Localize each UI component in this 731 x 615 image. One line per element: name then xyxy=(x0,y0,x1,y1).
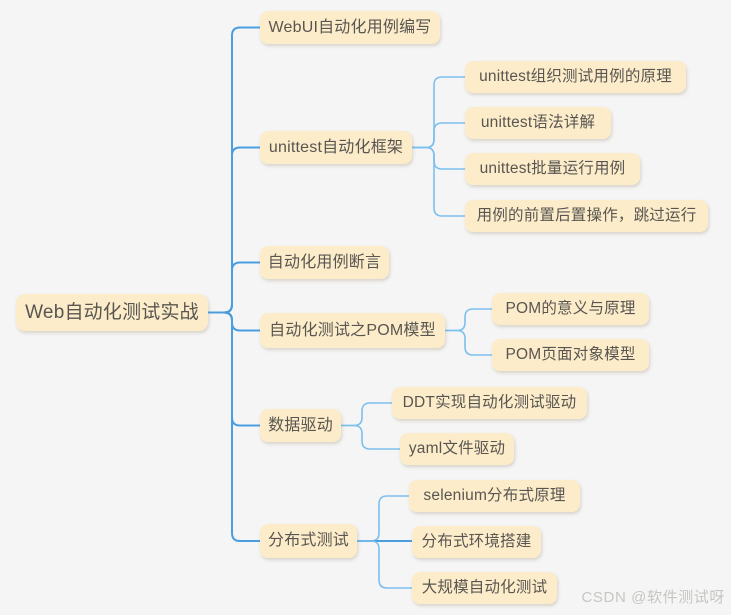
child-node-ddt实现自动化测试驱动[interactable]: DDT实现自动化测试驱动 xyxy=(392,387,587,419)
child-node-unittest语法详解[interactable]: unittest语法详解 xyxy=(465,107,611,139)
child-node-unittest组织测试用例的原理[interactable]: unittest组织测试用例的原理 xyxy=(465,61,686,93)
connector-line xyxy=(207,311,261,332)
child-node-yaml文件驱动[interactable]: yaml文件驱动 xyxy=(400,433,514,465)
branch-node-数据驱动[interactable]: 数据驱动 xyxy=(260,409,341,442)
child-node-pom页面对象模型[interactable]: POM页面对象模型 xyxy=(492,339,649,371)
branch-node-分布式测试[interactable]: 分布式测试 xyxy=(260,524,357,558)
mindmap-root-node[interactable]: Web自动化测试实战 xyxy=(16,294,208,331)
branch-node-自动化测试之pom模型[interactable]: 自动化测试之POM模型 xyxy=(260,313,445,348)
connector-line xyxy=(207,26,261,314)
connector-line xyxy=(444,329,493,356)
connector-line xyxy=(340,402,393,427)
branch-node-webui自动化用例编写[interactable]: WebUI自动化用例编写 xyxy=(260,11,440,44)
connector-line xyxy=(356,495,410,542)
connector-line xyxy=(411,146,466,217)
connector-line xyxy=(356,540,413,589)
child-node-分布式环境搭建[interactable]: 分布式环境搭建 xyxy=(412,526,541,558)
child-node-selenium分布式原理[interactable]: selenium分布式原理 xyxy=(409,480,580,512)
branch-node-unittest自动化框架[interactable]: unittest自动化框架 xyxy=(260,131,412,164)
connector-line xyxy=(411,146,466,170)
connector-line xyxy=(340,424,401,450)
connector-line xyxy=(207,311,261,542)
connector-line xyxy=(207,146,261,314)
connector-line xyxy=(207,261,261,314)
connector-line xyxy=(411,76,466,149)
csdn-watermark: CSDN @软件测试呀 xyxy=(581,589,725,606)
connector-line xyxy=(411,122,466,149)
child-node-用例的前置后置操作-跳过运行[interactable]: 用例的前置后置操作，跳过运行 xyxy=(465,200,708,232)
child-node-大规模自动化测试[interactable]: 大规模自动化测试 xyxy=(412,572,557,604)
connector-line xyxy=(207,311,261,427)
branch-node-自动化用例断言[interactable]: 自动化用例断言 xyxy=(260,246,389,279)
child-node-pom的意义与原理[interactable]: POM的意义与原理 xyxy=(492,293,649,325)
connector-line xyxy=(444,308,493,332)
child-node-unittest批量运行用例[interactable]: unittest批量运行用例 xyxy=(465,153,640,185)
